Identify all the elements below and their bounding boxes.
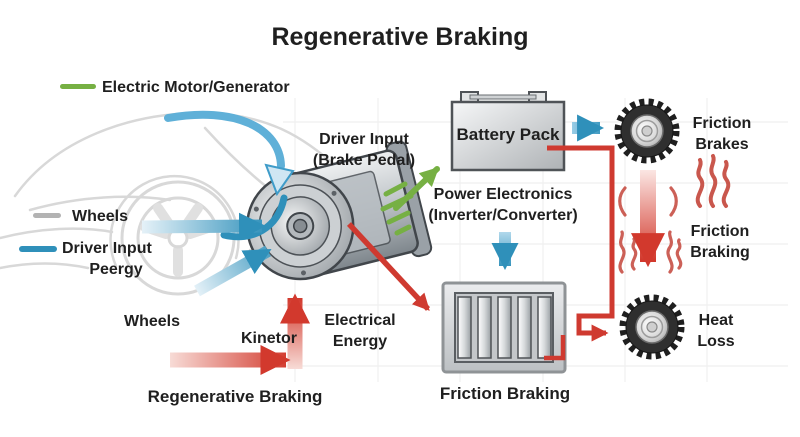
driver-input-label: Driver Input (Brake Pedal) [284, 129, 444, 171]
driver-input-line1: Driver Input [319, 131, 409, 148]
legend-item-motor-generator: Electric Motor/Generator [102, 79, 290, 96]
friction-brakes-label: Friction Brakes [672, 113, 772, 155]
legend-item-wheels: Wheels [72, 208, 129, 225]
electrical-energy-line1: Electrical [324, 312, 396, 329]
tire-icon-bottom [619, 294, 685, 360]
heat-loss-label: Heat Loss [676, 310, 756, 352]
legend-item-driver-input-line2: Peergy [89, 261, 143, 278]
electrical-energy-label: Electrical Energy [310, 310, 410, 352]
heat-waves-icon-bottom [618, 186, 683, 274]
legend-swatch-motor-generator [60, 84, 96, 89]
legend-swatch-wheels [33, 213, 61, 218]
friction-brake-box-icon [441, 281, 567, 374]
kinetor-label: Kinetor [241, 330, 297, 347]
heat-loss-line2: Loss [697, 333, 735, 350]
driver-input-line2: (Brake Pedal) [312, 152, 416, 169]
motor-to-battery-arrow [380, 166, 440, 236]
heat-waves-icon-top [695, 154, 731, 208]
electrical-energy-arrow [346, 222, 431, 311]
friction-brakes-line2: Brakes [695, 136, 749, 153]
power-electronics-line1: Power Electronics [433, 186, 573, 203]
regenerative-braking-label: Regenerative Braking [147, 387, 323, 406]
electrical-energy-line2: Energy [332, 333, 388, 350]
power-electronics-label: Power Electronics (Inverter/Converter) [413, 184, 593, 226]
heat-loss-line1: Heat [698, 312, 734, 329]
legend-swatch-driver-input [19, 246, 57, 252]
power-electronics-line2: (Inverter/Converter) [428, 207, 578, 224]
wheels-label: Wheels [123, 313, 180, 330]
friction-braking-box-label: Friction Braking [439, 384, 571, 403]
friction-braking-right-label: Friction Braking [670, 221, 770, 263]
battery-pack-label: Battery Pack [456, 125, 560, 144]
page-title: Regenerative Braking [271, 23, 529, 51]
brake-box-output-line [544, 335, 566, 361]
wheels-energy-arrow [141, 212, 267, 240]
legend-item-driver-input: Driver Input [62, 240, 152, 257]
battery-icon [450, 91, 566, 172]
battery-feedback-line [547, 145, 615, 342]
friction-brakes-line1: Friction [692, 115, 752, 132]
friction-braking-right-line2: Braking [690, 244, 750, 261]
tire-icon-top [614, 98, 680, 164]
friction-braking-right-line1: Friction [690, 223, 750, 240]
driver-input-arrow [194, 245, 272, 297]
